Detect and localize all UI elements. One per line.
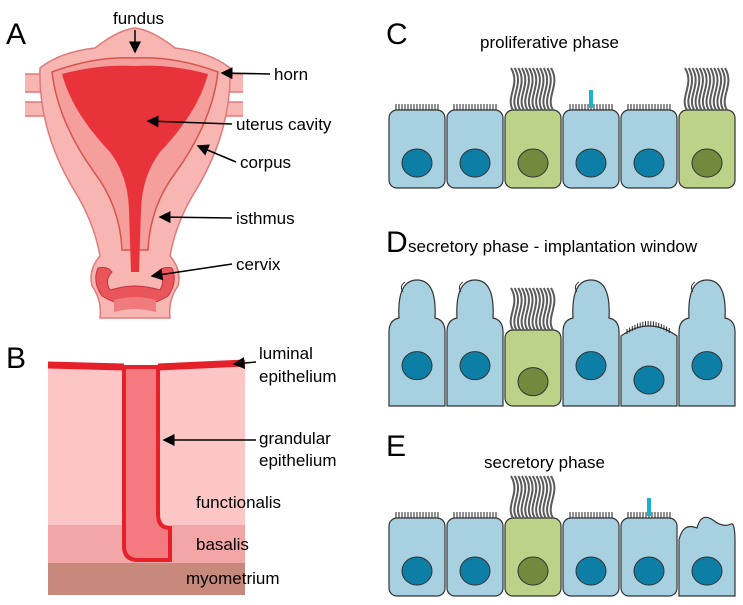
microvilli	[395, 104, 439, 110]
nucleus	[459, 556, 491, 586]
pinopode-tip	[458, 281, 464, 293]
label-luminal-1: luminal	[259, 344, 313, 363]
uterus-pointers	[129, 30, 271, 281]
label-isthmus: isthmus	[236, 209, 295, 228]
cilia-tuft	[683, 67, 730, 111]
microvilli	[569, 104, 613, 110]
myometrium-layer	[48, 563, 245, 595]
cell-body	[562, 279, 620, 407]
pinopode-tip	[400, 281, 406, 293]
nucleus	[517, 148, 549, 178]
microvilli	[569, 512, 613, 518]
epithelial-cell	[388, 104, 446, 189]
uterus-diagram	[25, 27, 243, 319]
epithelial-cell	[678, 516, 736, 597]
microvilli	[627, 512, 671, 518]
cell-row-proliferative	[388, 67, 736, 189]
nucleus	[691, 556, 723, 586]
pinopode-tip	[690, 281, 696, 293]
nucleus	[691, 351, 723, 381]
label-uterus-cavity: uterus cavity	[236, 115, 332, 134]
microvilli	[626, 321, 670, 334]
nucleus	[633, 556, 665, 586]
nucleus	[575, 351, 607, 381]
cell-row-implantation-window	[388, 279, 736, 407]
epithelial-cell	[562, 279, 620, 407]
cell-body	[678, 279, 736, 407]
cilia-tuft	[509, 475, 556, 519]
panel-label-d: D	[386, 226, 408, 259]
epithelial-cell	[678, 279, 736, 407]
nucleus	[401, 556, 433, 586]
epithelial-cell	[388, 512, 446, 597]
nucleus	[401, 351, 433, 381]
nucleus	[575, 556, 607, 586]
title-secretory-window: secretory phase - implantation window	[408, 237, 698, 256]
label-cervix: cervix	[236, 255, 281, 274]
label-glandular-2: epithelium	[259, 451, 337, 470]
nucleus	[459, 351, 491, 381]
nucleus	[517, 367, 549, 397]
nucleus	[633, 148, 665, 178]
nucleus	[517, 556, 549, 586]
epithelial-cell	[620, 104, 678, 189]
microvilli	[627, 104, 671, 110]
epithelial-cell	[388, 279, 446, 407]
label-horn: horn	[274, 65, 308, 84]
epithelial-cell	[446, 279, 504, 407]
label-glandular-1: grandular	[259, 429, 331, 448]
panel-label-e: E	[386, 430, 406, 463]
ciliated-cell	[678, 67, 736, 189]
label-functionalis: functionalis	[196, 493, 281, 512]
microvilli	[395, 512, 439, 518]
nucleus	[401, 148, 433, 178]
epithelial-cell	[562, 90, 620, 189]
ciliated-cell	[504, 67, 562, 189]
panel-label-b: B	[6, 342, 26, 375]
epithelial-cell	[446, 512, 504, 597]
title-secretory: secretory phase	[484, 453, 605, 472]
cilia-tuft	[509, 67, 556, 111]
label-fundus: fundus	[113, 9, 164, 28]
ciliated-cell	[504, 475, 562, 597]
epithelial-cell	[620, 498, 678, 597]
endometrium-pointers	[162, 357, 257, 446]
label-basalis: basalis	[196, 535, 249, 554]
endometrium-diagram	[47, 359, 246, 595]
epithelial-cell	[562, 512, 620, 597]
nucleus	[575, 148, 607, 178]
panel-label-c: C	[386, 18, 408, 51]
pinopode-tip	[574, 281, 580, 293]
uterus-cavity	[62, 65, 208, 273]
ciliated-cell	[504, 287, 562, 407]
nucleus	[633, 365, 665, 395]
nucleus	[691, 148, 723, 178]
cell-row-secretory	[388, 475, 736, 597]
microvilli	[453, 512, 497, 518]
cell-body	[446, 279, 504, 407]
title-proliferative: proliferative phase	[480, 33, 619, 52]
epithelial-cell	[446, 104, 504, 189]
nucleus	[459, 148, 491, 178]
gland	[122, 365, 172, 562]
microvilli	[453, 104, 497, 110]
cilia-tuft	[509, 287, 556, 331]
cell-body	[388, 279, 446, 407]
label-luminal-2: epithelium	[259, 367, 337, 386]
panel-label-a: A	[6, 18, 26, 51]
label-myometrium: myometrium	[186, 569, 280, 588]
label-corpus: corpus	[240, 153, 291, 172]
